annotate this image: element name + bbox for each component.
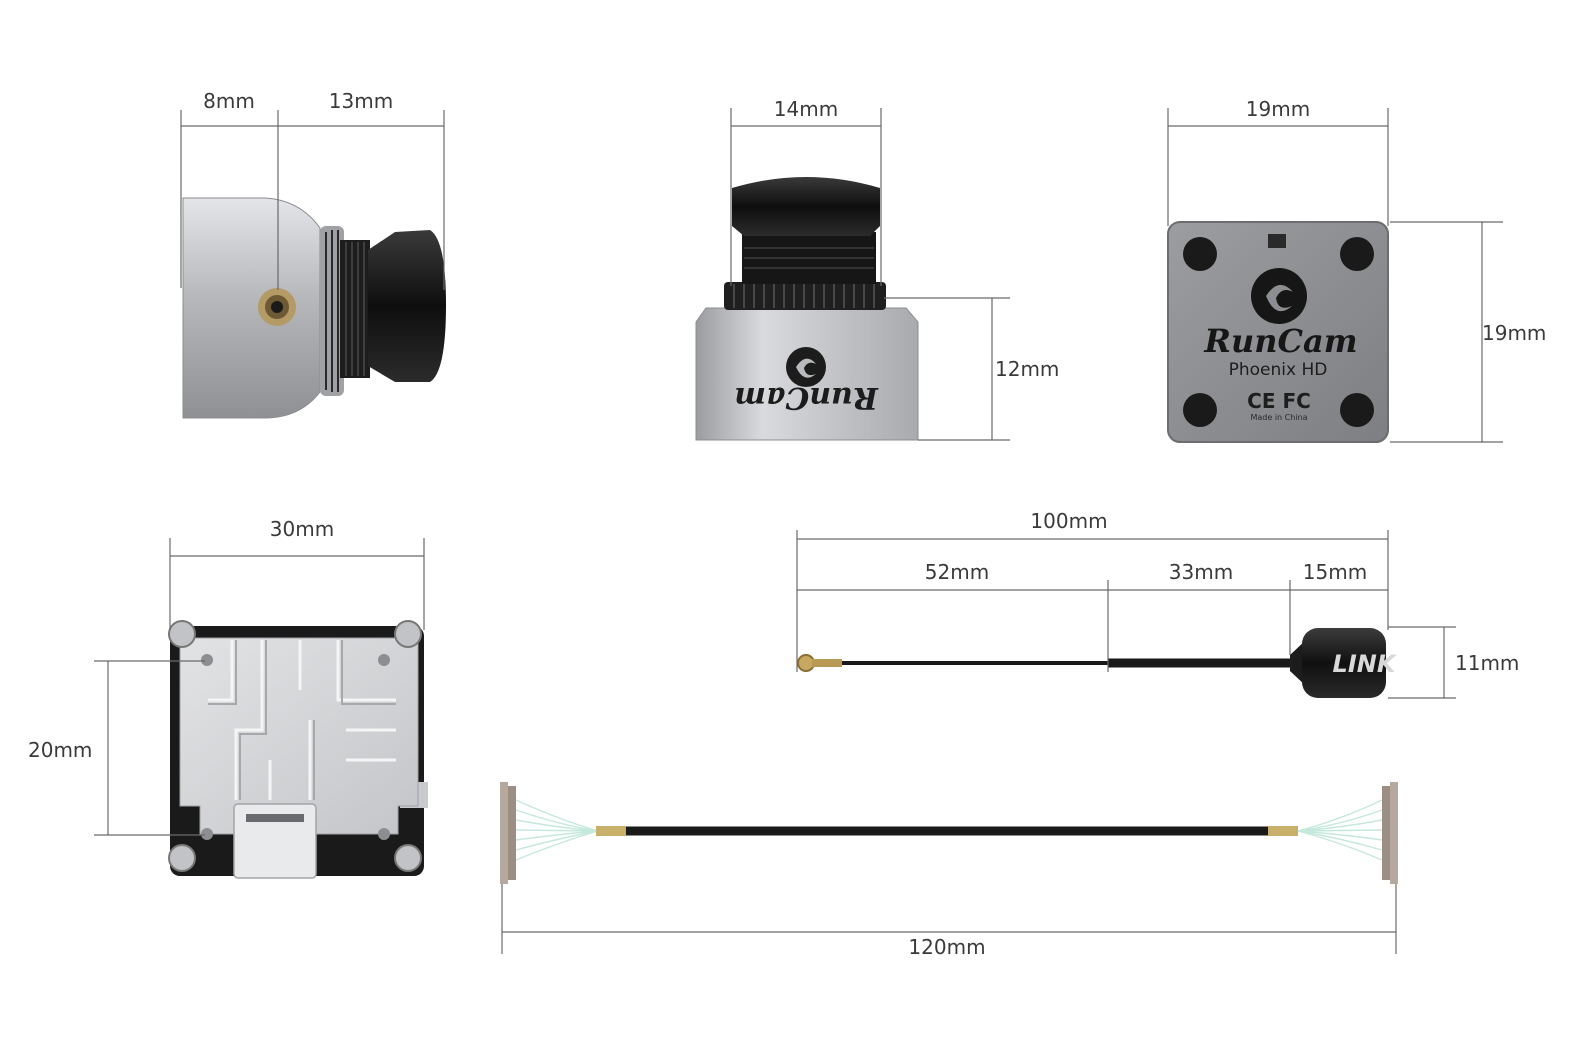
usb-c-port	[233, 803, 317, 879]
label-top-width: 14mm	[774, 97, 838, 121]
screw-icon	[1183, 237, 1217, 271]
screw-icon	[168, 620, 196, 648]
runcam-logo-icon	[1251, 268, 1307, 324]
screw-icon	[394, 620, 422, 648]
dimension-antenna-segments: 52mm 33mm 15mm	[797, 560, 1388, 672]
camera-top-view: RunCam	[695, 177, 919, 441]
label-antenna-diameter: 11mm	[1455, 651, 1519, 675]
label-cable-length: 120mm	[908, 935, 985, 959]
dimension-side-lens: 13mm	[278, 89, 445, 290]
screw-icon	[168, 844, 196, 872]
dimension-vtx-width: 30mm	[169, 517, 425, 630]
label-vtx-height: 20mm	[28, 738, 92, 762]
screw-icon	[1340, 237, 1374, 271]
mipi-cable	[500, 782, 1398, 884]
label-antenna-total: 100mm	[1030, 509, 1107, 533]
label-antenna-seg2: 33mm	[1169, 560, 1233, 584]
screw-icon	[1340, 393, 1374, 427]
dimension-back-height: 19mm	[1390, 221, 1546, 443]
label-back-width: 19mm	[1246, 97, 1310, 121]
cert-marking: CE FC	[1247, 389, 1311, 413]
label-back-height: 19mm	[1482, 321, 1546, 345]
label-vtx-width: 30mm	[270, 517, 334, 541]
dimension-vtx-height: 20mm	[28, 660, 205, 836]
dimension-antenna-diameter: 11mm	[1388, 626, 1519, 699]
origin-marking: Made in China	[1250, 413, 1307, 422]
brand-marking-top: RunCam	[734, 380, 879, 415]
label-antenna-seg1: 52mm	[925, 560, 989, 584]
screw-icon	[1183, 393, 1217, 427]
runcam-logo-icon	[786, 347, 826, 387]
label-antenna-seg3: 15mm	[1303, 560, 1367, 584]
dimension-side-front: 8mm	[180, 89, 279, 290]
label-side-front: 8mm	[203, 89, 255, 113]
ufl-connector-icon	[797, 654, 815, 672]
brand-marking-back: RunCam	[1203, 322, 1357, 360]
screw-icon	[394, 844, 422, 872]
dimension-cable-length: 120mm	[501, 884, 1397, 959]
model-marking: Phoenix HD	[1229, 360, 1328, 380]
dimension-back-width: 19mm	[1167, 97, 1389, 226]
vtx-board	[168, 620, 428, 879]
dimension-top-height: 12mm	[884, 297, 1059, 441]
label-side-lens: 13mm	[329, 89, 393, 113]
camera-back-view: RunCam Phoenix HD CE FC Made in China	[1167, 221, 1389, 443]
antenna: LINK	[797, 628, 1398, 698]
label-top-height: 12mm	[995, 357, 1059, 381]
antenna-brand-marking: LINK	[1333, 650, 1398, 678]
dimension-top-width: 14mm	[730, 97, 882, 286]
dimension-antenna-total: 100mm	[796, 509, 1389, 672]
camera-side-view	[182, 197, 446, 419]
